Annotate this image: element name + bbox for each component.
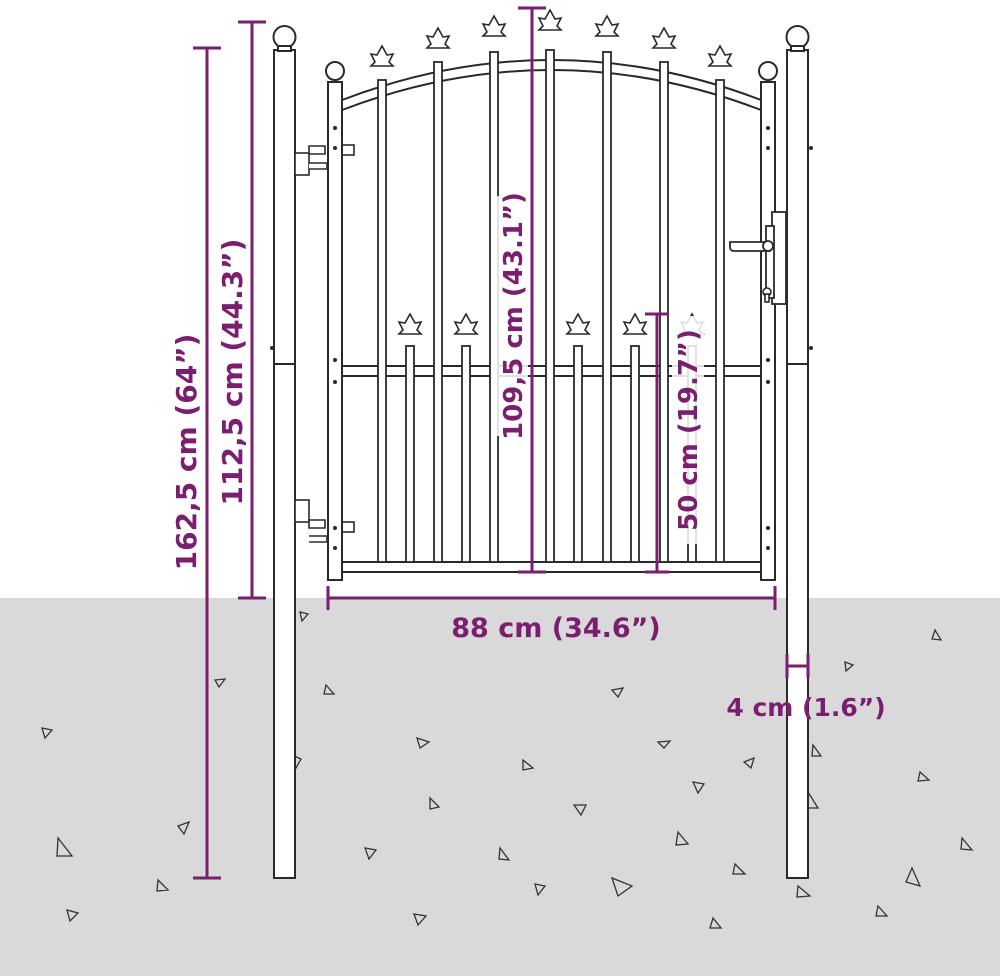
gate-leaf (325, 59, 778, 581)
label-post-above-ground: 112,5 cm (44.3”) (216, 239, 249, 506)
right-post-ball-cap (785, 25, 810, 49)
gate-tall-bars (377, 49, 725, 563)
label-total-height: 162,5 cm (64”) (170, 334, 203, 571)
label-gate-width: 88 cm (34.6”) (451, 613, 661, 644)
label-lower-section: 50 cm (19.7”) (674, 329, 704, 531)
stile-bolts (270, 126, 813, 550)
left-post (272, 25, 297, 879)
hinge-bottom (294, 499, 355, 543)
keyhole-icon (762, 287, 772, 303)
dimension-lines (193, 6, 810, 880)
label-post-width: 4 cm (1.6”) (726, 693, 885, 722)
hinge-top (294, 144, 355, 176)
gate-bottom-rail (341, 561, 762, 573)
gate-right-stile (760, 81, 776, 581)
left-post-ball-cap (272, 25, 297, 49)
gate-left-stile (327, 81, 343, 581)
dimension-labels: 162,5 cm (64”) 112,5 cm (44.3”) 109,5 cm… (168, 192, 886, 722)
door-handle-icon (729, 240, 774, 252)
lock-box (765, 211, 787, 305)
tall-spear-finials (369, 8, 733, 67)
right-post (785, 25, 810, 879)
label-gate-height: 109,5 cm (43.1”) (499, 192, 529, 440)
ground-area (0, 598, 1000, 976)
ground-pebbles (41, 611, 974, 929)
